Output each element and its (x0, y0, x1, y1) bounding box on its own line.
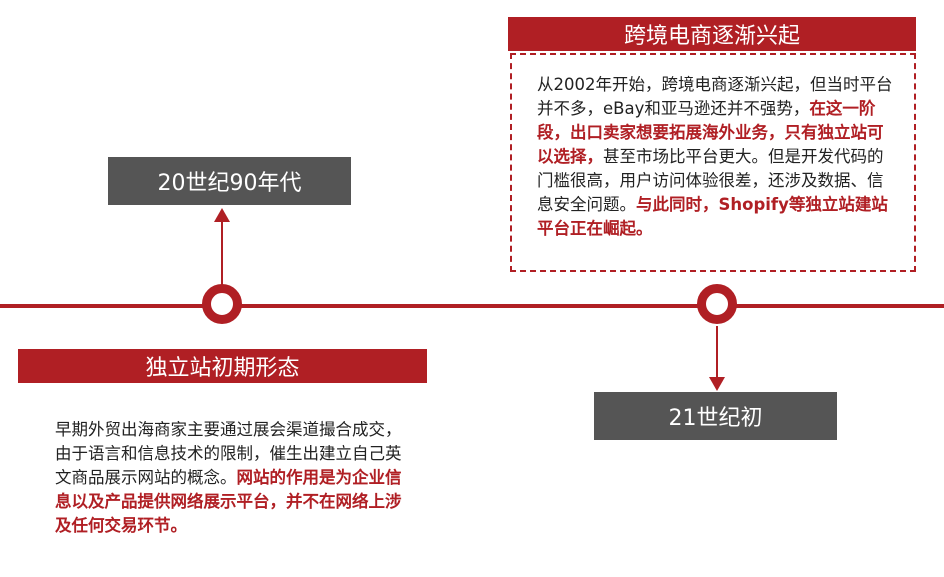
timeline-node-1990s (202, 284, 242, 324)
description-box-cross-border: 从2002年开始，跨境电商逐渐兴起，但当时平台并不多，eBay和亚马逊还并不强势… (510, 53, 916, 272)
description-cross-border: 从2002年开始，跨境电商逐渐兴起，但当时平台并不多，eBay和亚马逊还并不强势… (537, 73, 897, 241)
description-early-form: 早期外贸出海商家主要通过展会渠道撮合成交，由于语言和信息技术的限制，催生出建立自… (55, 418, 417, 538)
connector-line (221, 222, 223, 286)
era-label-text: 20世纪90年代 (157, 171, 302, 196)
timeline-line (0, 304, 944, 308)
description-highlight-2: 与此同时，Shopify等独立站建站平台正在崛起。 (537, 195, 888, 238)
description-plain: 早期外贸出海商家主要通过展会渠道撮合成交，由于语言和信息技术的限制，催生出建立自… (55, 420, 402, 487)
description-highlight: 网站的作用是为企业信息以及产品提供网络展示平台，并不在网络上涉及任何交易环节。 (55, 468, 402, 535)
arrow-up-icon (214, 208, 230, 222)
arrow-down-icon (709, 377, 725, 391)
connector-line (716, 326, 718, 378)
description-highlight-1: 在这一阶段，出口卖家想要拓展海外业务，只有独立站可以选择， (537, 99, 884, 166)
era-label-text: 21世纪初 (668, 406, 763, 431)
description-plain-1: 从2002年开始，跨境电商逐渐兴起，但当时平台并不多，eBay和亚马逊还并不强势… (537, 75, 893, 118)
section-title-early-form: 独立站初期形态 (18, 349, 427, 383)
section-title-text: 独立站初期形态 (145, 356, 300, 381)
description-plain-2: 甚至市场比平台更大。但是开发代码的门槛很高，用户访问体验很差，还涉及数据、信息安… (537, 147, 884, 214)
section-title-cross-border-rise: 跨境电商逐渐兴起 (508, 17, 916, 51)
era-label-2000s: 21世纪初 (594, 392, 837, 440)
section-title-text: 跨境电商逐渐兴起 (623, 24, 800, 49)
timeline-node-2000s (697, 284, 737, 324)
era-label-1990s: 20世纪90年代 (108, 157, 351, 205)
